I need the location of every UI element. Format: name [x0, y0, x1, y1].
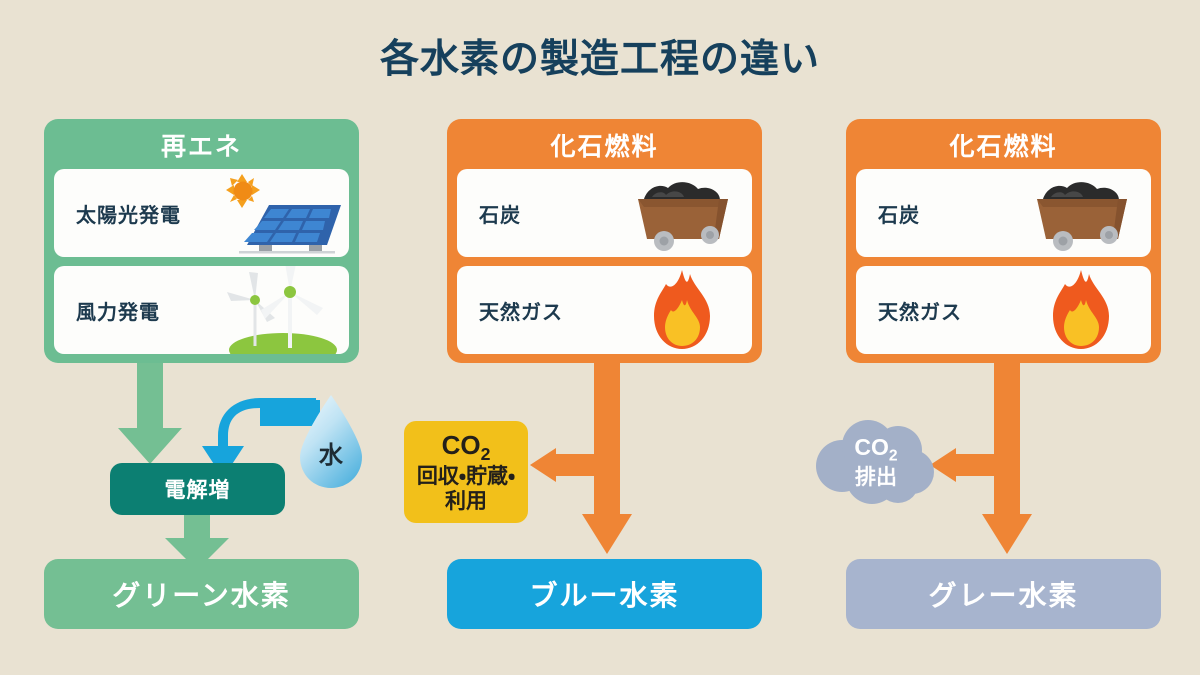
item-label: 石炭 [479, 204, 521, 227]
product-blue-hydrogen: ブルー水素 [447, 559, 762, 629]
item-coal: 石炭 [856, 169, 1151, 257]
product-label: ブルー水素 [529, 580, 680, 611]
co2-emission-cloud [816, 420, 934, 504]
item-label: 太陽光発電 [76, 204, 181, 227]
arrow-fossil-to-blue-hydrogen [530, 356, 632, 554]
co2-capture-line3: 利用 [445, 489, 487, 513]
item-label: 天然ガス [878, 301, 962, 324]
arrow-electrolysis-to-green-hydrogen [165, 512, 229, 570]
product-label: グリーン水素 [112, 580, 291, 611]
solar-panel-icon [213, 169, 343, 257]
co2-capture-line2: 回収・貯蔵・ [416, 464, 516, 488]
source-card-fossil-grey: 化石燃料 石炭 天然ガス [846, 119, 1161, 363]
source-card-renewable: 再エネ 太陽光発電 [44, 119, 359, 363]
flame-icon [1015, 266, 1145, 354]
item-wind-power: 風力発電 [54, 266, 349, 354]
source-card-title: 化石燃料 [550, 133, 659, 161]
item-label: 天然ガス [479, 301, 563, 324]
co2-capture-line1: CO2 [441, 429, 491, 464]
item-natural-gas: 天然ガス [457, 266, 752, 354]
arrow-renewable-to-electrolysis [118, 356, 182, 464]
water-droplet-label: 水 [319, 442, 343, 469]
electrolysis-label: 電解増 [164, 479, 231, 502]
arrow-water-to-electrolysis [202, 398, 320, 476]
source-card-title: 化石燃料 [949, 133, 1058, 161]
flame-icon [616, 266, 746, 354]
arrow-fossil-to-grey-hydrogen [930, 356, 1032, 554]
product-label: グレー水素 [928, 580, 1079, 611]
wind-turbine-icon [213, 266, 343, 354]
co2-capture-box: CO2 回収・貯蔵・ 利用 [404, 421, 528, 523]
item-label: 風力発電 [76, 301, 160, 324]
electrolysis-box: 電解増 [110, 463, 285, 515]
product-grey-hydrogen: グレー水素 [846, 559, 1161, 629]
item-solar-power: 太陽光発電 [54, 169, 349, 257]
coal-cart-icon [616, 169, 746, 257]
item-label: 石炭 [878, 204, 920, 227]
coal-cart-icon [1015, 169, 1145, 257]
product-green-hydrogen: グリーン水素 [44, 559, 359, 629]
item-natural-gas: 天然ガス [856, 266, 1151, 354]
water-droplet-icon [300, 395, 362, 488]
source-card-fossil-blue: 化石燃料 石炭 [447, 119, 762, 363]
page-title: 各水素の製造工程の違い [379, 38, 820, 81]
item-coal: 石炭 [457, 169, 752, 257]
source-card-title: 再エネ [160, 133, 242, 161]
